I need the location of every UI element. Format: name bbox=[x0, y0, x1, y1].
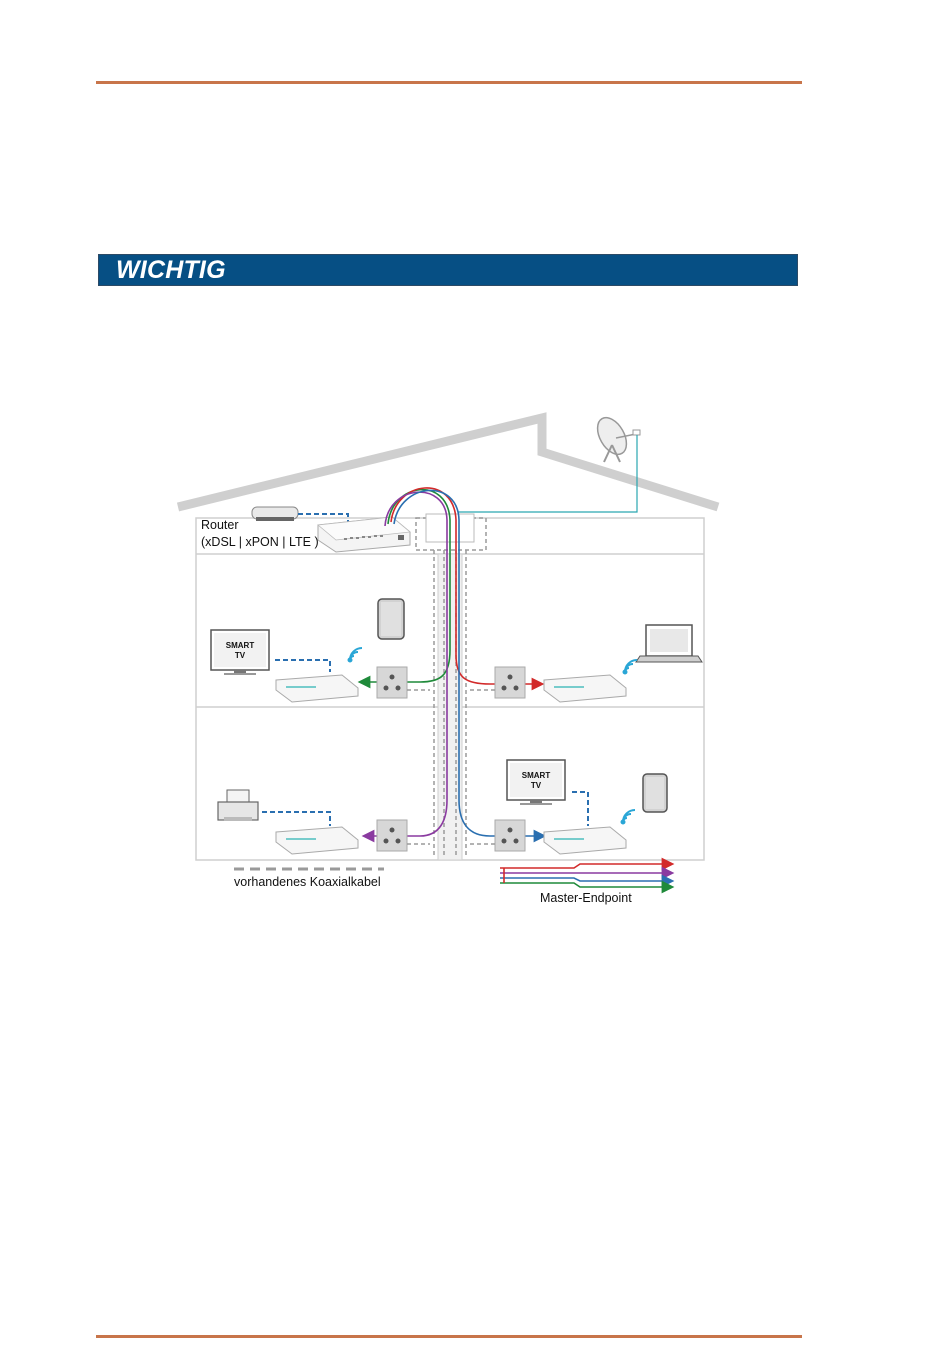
smart-tv-icon: SMART TV bbox=[507, 760, 565, 805]
wall-outlet-icon bbox=[495, 667, 525, 698]
tv-lan-link bbox=[275, 660, 330, 672]
legend-master-label: Master-Endpoint bbox=[540, 891, 632, 905]
smart-tv-line1: SMART bbox=[522, 771, 551, 780]
wall-outlet-icon bbox=[495, 820, 525, 851]
router-icon bbox=[252, 507, 298, 521]
smart-tv-line2: TV bbox=[235, 651, 246, 660]
wifi-icon bbox=[624, 660, 638, 674]
tv-lan-link bbox=[572, 792, 588, 826]
smart-tv-line2: TV bbox=[531, 781, 542, 790]
coax-endpoint-icon bbox=[276, 675, 358, 702]
smart-tv-icon: SMART TV bbox=[211, 630, 269, 675]
satellite-dish-icon bbox=[592, 413, 640, 462]
wifi-icon bbox=[622, 810, 636, 824]
smart-tv-line1: SMART bbox=[226, 641, 255, 650]
switch-icon bbox=[318, 517, 410, 552]
wall-outlet-icon bbox=[377, 820, 407, 851]
legend-master-swatch bbox=[500, 864, 668, 887]
coax-endpoint-icon bbox=[276, 827, 358, 854]
printer-icon bbox=[218, 790, 258, 821]
router-label-line2: (xDSL | xPON | LTE ) bbox=[201, 535, 319, 549]
wall-outlet-icon bbox=[377, 667, 407, 698]
bottom-rule bbox=[96, 1335, 802, 1338]
splitter-icon bbox=[416, 514, 486, 550]
coax-endpoint-icon bbox=[544, 675, 626, 702]
laptop-icon bbox=[636, 625, 702, 662]
wifi-icon bbox=[349, 648, 363, 662]
tablet-icon bbox=[378, 599, 404, 639]
router-label-line1: Router bbox=[201, 518, 239, 532]
tablet-icon bbox=[643, 774, 667, 812]
coax-endpoint-icon bbox=[544, 827, 626, 854]
printer-lan-link bbox=[262, 812, 330, 826]
legend-coax-label: vorhandenes Koaxialkabel bbox=[234, 875, 381, 889]
